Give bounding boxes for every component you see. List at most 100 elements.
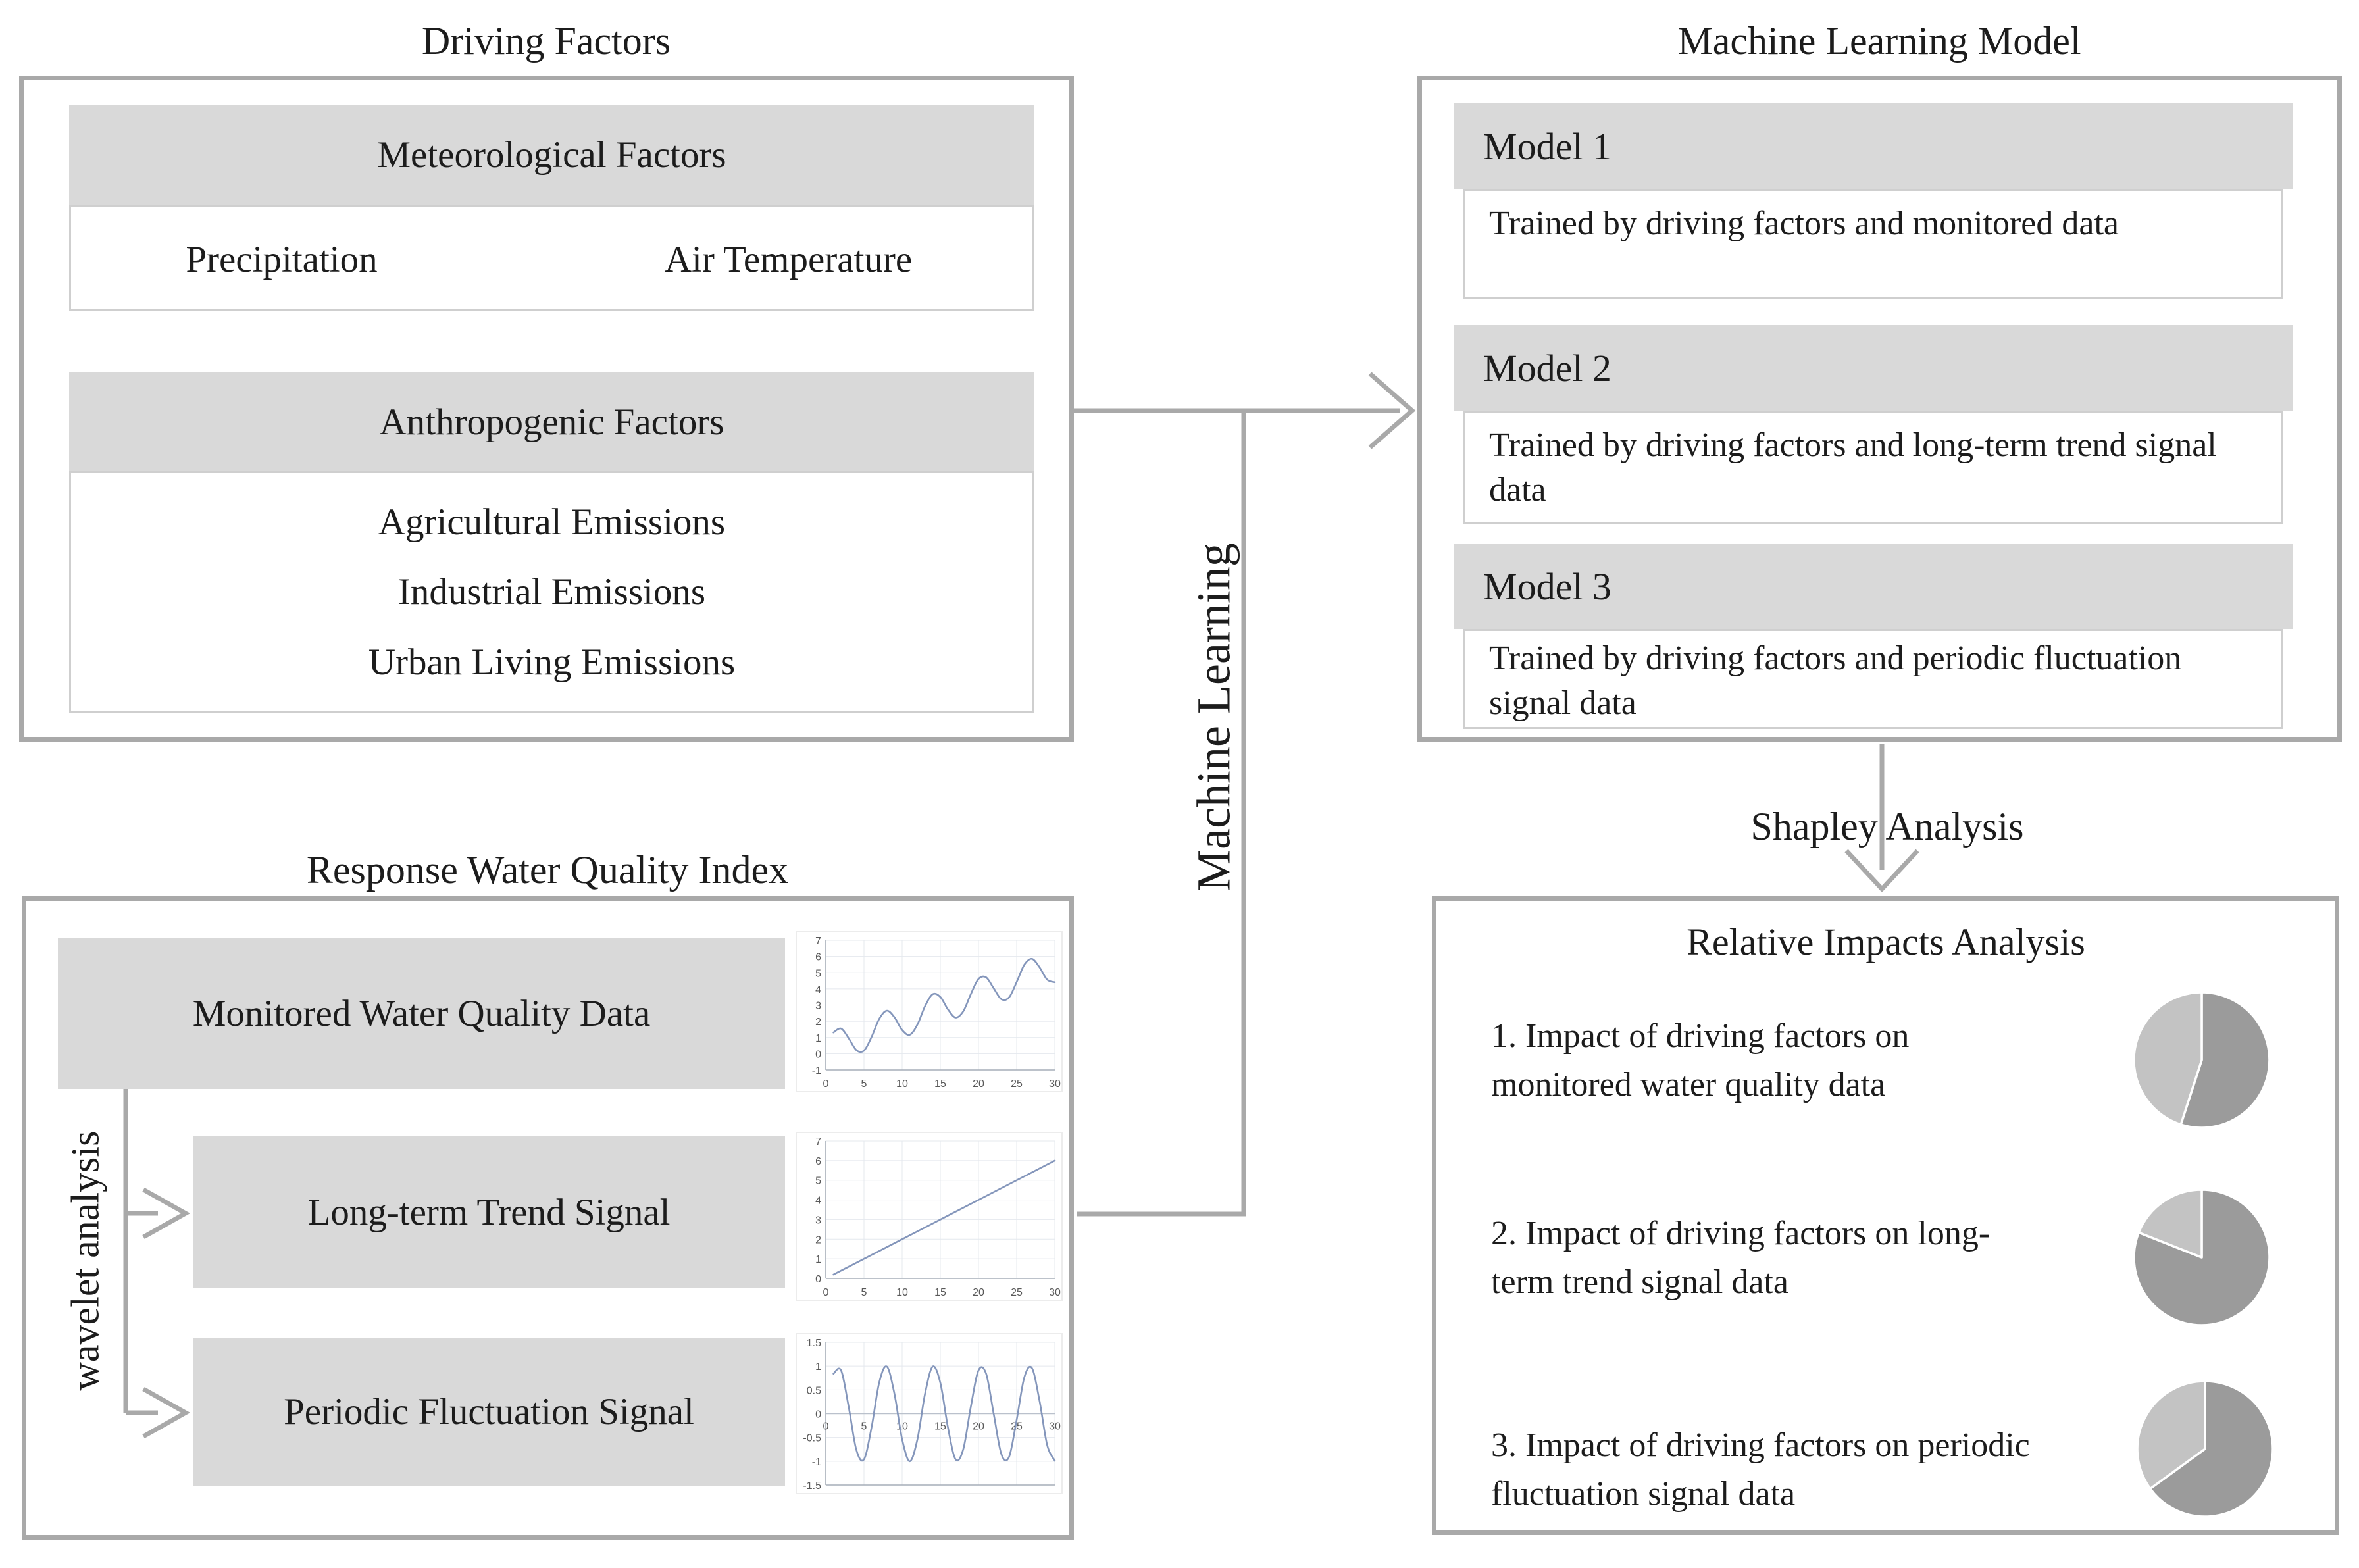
periodic-fluctuation-label: Periodic Fluctuation Signal (284, 1391, 694, 1432)
svg-text:0: 0 (823, 1078, 829, 1090)
svg-text:25: 25 (1011, 1287, 1023, 1298)
svg-text:10: 10 (896, 1421, 908, 1432)
item-agricultural-emissions: Agricultural Emissions (378, 501, 726, 543)
svg-text:2: 2 (815, 1017, 821, 1028)
driving-factors-title: Driving Factors (421, 19, 671, 63)
relative-impacts-box (1432, 896, 2339, 1535)
svg-text:0: 0 (815, 1049, 821, 1060)
meteorological-row: Precipitation Air Temperature (69, 205, 1034, 311)
svg-text:7: 7 (815, 936, 821, 947)
model-3-header: Model 3 (1454, 544, 2293, 629)
wavelet-analysis-label: wavelet analysis (63, 1130, 107, 1391)
svg-text:5: 5 (861, 1287, 867, 1298)
item-precipitation: Precipitation (186, 238, 378, 280)
long-term-trend-bar: Long-term Trend Signal (193, 1136, 785, 1288)
arrow-wavelet-to-trend-head (142, 1187, 191, 1240)
pie-monitored (2133, 991, 2271, 1129)
svg-text:3: 3 (815, 1001, 821, 1012)
impact-item-2: 2. Impact of driving factors on long-ter… (1491, 1215, 1991, 1301)
svg-text:1.5: 1.5 (807, 1338, 821, 1349)
ml-model-title: Machine Learning Model (1677, 19, 2081, 63)
line-response-to-ml (1077, 411, 1246, 1217)
model-3-description: Trained by driving factors and periodic … (1463, 629, 2283, 729)
svg-text:0.5: 0.5 (807, 1385, 821, 1396)
item-air-temperature: Air Temperature (664, 238, 913, 280)
svg-text:25: 25 (1011, 1421, 1023, 1432)
svg-text:3: 3 (815, 1215, 821, 1226)
svg-text:2: 2 (815, 1234, 821, 1246)
svg-text:30: 30 (1049, 1421, 1061, 1432)
svg-text:10: 10 (896, 1078, 908, 1090)
svg-text:25: 25 (1011, 1078, 1023, 1090)
model-3-name: Model 3 (1483, 565, 1611, 608)
pie-periodic (2136, 1380, 2274, 1518)
shapley-analysis-label: Shapley Analysis (1750, 805, 2024, 848)
monitored-data-bar: Monitored Water Quality Data (58, 938, 785, 1089)
model-1-header: Model 1 (1454, 103, 2293, 189)
svg-text:1: 1 (815, 1361, 821, 1373)
pie-trend (2133, 1188, 2271, 1327)
svg-text:20: 20 (973, 1287, 984, 1298)
meteorological-header-label: Meteorological Factors (377, 134, 726, 176)
meteorological-header: Meteorological Factors (69, 105, 1034, 205)
impact-item-3: 3. Impact of driving factors on periodic… (1491, 1427, 2030, 1513)
svg-text:5: 5 (861, 1421, 867, 1432)
svg-text:-1: -1 (812, 1065, 821, 1076)
relative-impacts-title: Relative Impacts Analysis (1687, 921, 2085, 963)
arrow-wavelet-to-periodic-head (142, 1386, 191, 1439)
svg-text:6: 6 (815, 952, 821, 963)
svg-text:1: 1 (815, 1033, 821, 1044)
svg-text:10: 10 (896, 1287, 908, 1298)
svg-text:4: 4 (815, 984, 821, 996)
item-urban-living-emissions: Urban Living Emissions (368, 641, 736, 683)
model-2-description: Trained by driving factors and long-term… (1463, 411, 2283, 524)
svg-text:-0.5: -0.5 (803, 1433, 821, 1444)
model-1-name: Model 1 (1483, 124, 1611, 168)
model-2-name: Model 2 (1483, 346, 1611, 390)
shapley-arrow-head (1844, 849, 1919, 893)
svg-text:20: 20 (973, 1421, 984, 1432)
anthropogenic-header: Anthropogenic Factors (69, 372, 1034, 471)
svg-text:30: 30 (1049, 1287, 1061, 1298)
anthropogenic-body: Agricultural Emissions Industrial Emissi… (69, 471, 1034, 713)
svg-text:4: 4 (815, 1196, 821, 1207)
svg-text:15: 15 (934, 1078, 946, 1090)
svg-text:-1: -1 (812, 1457, 821, 1468)
long-term-trend-label: Long-term Trend Signal (307, 1192, 671, 1233)
svg-text:5: 5 (815, 968, 821, 979)
svg-text:5: 5 (861, 1078, 867, 1090)
svg-text:15: 15 (934, 1421, 946, 1432)
svg-text:0: 0 (823, 1421, 829, 1432)
svg-text:0: 0 (823, 1287, 829, 1298)
model-1-description: Trained by driving factors and monitored… (1463, 189, 2283, 299)
svg-text:-1.5: -1.5 (803, 1480, 821, 1492)
svg-text:1: 1 (815, 1254, 821, 1265)
arrow-driving-to-ml-head (1368, 372, 1416, 449)
driving-factors-box (19, 76, 1074, 742)
svg-text:0: 0 (815, 1274, 821, 1285)
svg-text:6: 6 (815, 1156, 821, 1167)
svg-text:5: 5 (815, 1176, 821, 1187)
response-wqi-box (22, 896, 1074, 1540)
model-2-header: Model 2 (1454, 325, 2293, 411)
svg-text:0: 0 (815, 1409, 821, 1421)
chart-trend-frame: 0 1 2 3 4 5 6 7 0 5 10 15 20 25 30 (796, 1132, 1063, 1301)
response-wqi-title: Response Water Quality Index (306, 848, 789, 892)
monitored-data-label: Monitored Water Quality Data (192, 993, 651, 1034)
machine-learning-label: Machine Learning (1187, 543, 1240, 892)
svg-text:30: 30 (1049, 1078, 1061, 1090)
chart-trend: 0 1 2 3 4 5 6 7 0 5 10 15 20 25 30 (815, 1136, 1061, 1298)
ml-model-box (1417, 76, 2342, 742)
item-industrial-emissions: Industrial Emissions (397, 571, 706, 613)
svg-text:15: 15 (934, 1287, 946, 1298)
impact-item-1: 1. Impact of driving factors on monitore… (1491, 1017, 1910, 1103)
periodic-fluctuation-bar: Periodic Fluctuation Signal (193, 1338, 785, 1486)
svg-text:20: 20 (973, 1078, 984, 1090)
svg-text:7: 7 (815, 1136, 821, 1148)
